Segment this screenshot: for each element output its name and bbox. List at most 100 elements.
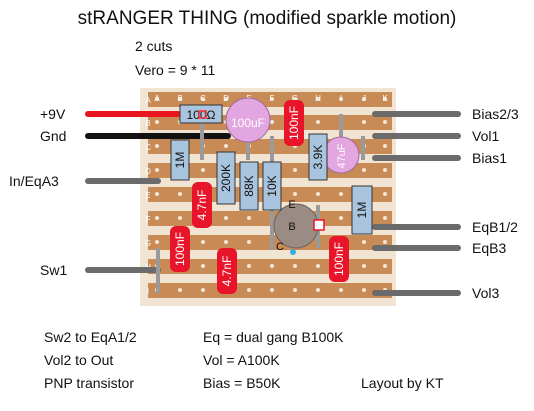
label-9v: +9V [40,106,66,122]
strip-hole [293,288,297,292]
resistor-3k9: 3.9K [308,133,328,181]
note-author: Layout by KT [361,375,444,391]
strip-hole [178,288,182,292]
strip-hole [383,240,387,244]
strip-hole [362,240,366,244]
resistor-100ohm: 100Ω [179,104,223,124]
row-label: F [146,215,151,224]
track-cuts [198,110,207,119]
strip-hole [155,168,159,172]
resistor-1m-right: 1M [351,185,373,235]
strip-hole [270,97,274,101]
label-bias1: Bias1 [472,150,508,166]
col-label: B [177,94,182,103]
resistor-1m-left: 1M [170,139,190,181]
cap-100uf-body [225,97,271,143]
strip-a [148,92,392,107]
cap-4-7nf-lower: 4.7nF [217,248,237,294]
cap-4-7nf-upper-label: 4.7nF [195,190,209,221]
cap-100nf-right: 100nF [329,236,349,282]
label-vol3: Vol3 [472,285,500,301]
strip-hole [155,120,159,124]
transistor-pin-dot [290,249,296,255]
resistor-88k: 88K [239,161,259,211]
resistor-100ohm-label: 100Ω [187,108,216,122]
strip-hole [316,288,320,292]
resistor-10k: 10K [262,161,282,211]
strip-hole [383,216,387,220]
strip-hole [270,264,274,268]
note-pnp: PNP transistor [44,375,134,391]
cap-100nf-left-label: 100nF [173,232,187,266]
label-in-eqa3: In/EqA3 [9,173,59,189]
transistor-pin-b: B [288,221,295,233]
strip-i [148,283,392,298]
strip-hole [178,216,182,220]
label-eqb12: EqB1/2 [472,219,518,235]
row-label: I [147,287,149,296]
strip-hole [247,240,251,244]
col-label: H [315,94,321,103]
strip-hole [224,216,228,220]
cap-100nf-left: 100nF [170,226,190,272]
strip-hole [339,192,343,196]
strip-hole [316,97,320,101]
note-eq: Eq = dual gang B100K [203,329,344,345]
strip-hole [316,192,320,196]
strip-hole [224,97,228,101]
strip-hole [293,192,297,196]
strip-hole [316,120,320,124]
vero-size: Vero = 9 * 11 [135,62,216,78]
strip-hole [224,144,228,148]
strip-hole [201,168,205,172]
col-label: C [200,94,206,103]
label-eqb3: EqB3 [472,240,507,256]
resistor-1m-right-label: 1M [355,202,369,219]
strip-hole [383,168,387,172]
strip-hole [383,144,387,148]
strip-hole [155,240,159,244]
strip-hole [362,264,366,268]
resistor-10k-label: 10K [265,175,279,196]
cuts-count: 2 cuts [135,38,173,54]
page-title: stRANGER THING (modified sparkle motion) [77,8,457,29]
note-sw2: Sw2 to EqA1/2 [44,329,137,345]
strip-hole [201,97,205,101]
row-label: G [145,239,151,248]
cap-100uf-label: 100uF [231,116,265,130]
strip-hole [339,216,343,220]
col-label: J [362,94,366,103]
strip-hole [247,264,251,268]
col-label: G [292,94,298,103]
cap-100nf-right-label: 100nF [332,242,346,276]
note-vol: Vol = A100K [203,352,280,368]
col-label: D [223,94,229,103]
resistor-88k-label: 88K [242,175,256,196]
strip-hole [339,288,343,292]
cap-4-7nf-upper: 4.7nF [192,182,212,228]
transistor-pin-e: E [288,199,295,211]
strip-hole [316,264,320,268]
strip-hole [339,97,343,101]
resistor-200k-label: 200K [219,164,233,192]
label-sw1: Sw1 [40,262,68,278]
strip-hole [270,288,274,292]
cap-100nf-top-label: 100nF [287,106,301,140]
label-bias23: Bias2/3 [472,106,519,122]
label-vol1: Vol1 [472,128,500,144]
strip-hole [201,288,205,292]
strip-hole [155,144,159,148]
row-label: C [145,143,151,152]
strip-hole [247,216,251,220]
strip-hole [178,192,182,196]
strip-hole [155,97,159,101]
strip-hole [247,288,251,292]
row-label: A [145,96,151,105]
col-label: F [270,94,275,103]
transistor-marker [313,219,325,231]
cap-100nf-top: 100nF [284,100,304,146]
strip-hole [201,264,205,268]
strip-hole [270,120,274,124]
strip-hole [293,264,297,268]
row-label: D [145,167,151,176]
